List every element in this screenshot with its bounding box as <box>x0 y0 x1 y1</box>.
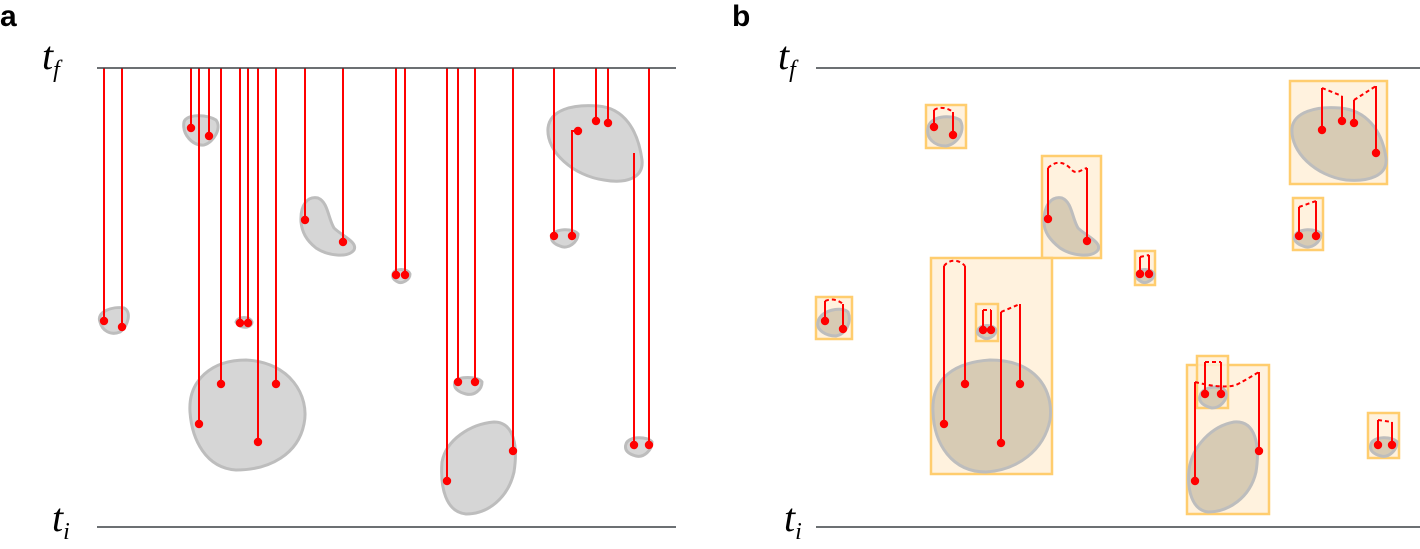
particle-dot <box>1311 231 1321 241</box>
particle-dot <box>603 118 613 128</box>
subscript-i: i <box>63 519 70 545</box>
particle-dot <box>253 437 263 447</box>
dashed-connector <box>1047 161 1088 174</box>
particle-dot <box>591 116 601 126</box>
panel-a-time-axes <box>97 67 676 528</box>
panel-b-t-final-label: tf <box>778 33 796 83</box>
particle-dot <box>300 215 310 225</box>
panel-label-a: a <box>0 0 17 33</box>
particle-dot <box>194 419 204 429</box>
t-symbol: t <box>778 33 790 78</box>
particle-dot <box>204 131 214 141</box>
dashed-connector <box>933 106 954 113</box>
dashed-connector <box>1139 254 1150 258</box>
particle-dot <box>629 440 639 450</box>
panel-a-worldlines <box>97 67 676 528</box>
particle-dot <box>216 379 226 389</box>
particle-dot <box>1317 125 1327 135</box>
particle-dot <box>1254 446 1264 456</box>
gray-blob <box>188 358 307 472</box>
particle-dot <box>1200 389 1210 399</box>
particle-dot <box>99 316 109 326</box>
dashed-connector <box>1298 200 1317 208</box>
dashed-connector <box>1000 303 1021 313</box>
subscript-f: f <box>789 57 796 83</box>
particle-dot <box>573 126 583 136</box>
particle-dot <box>978 325 988 335</box>
particle-dot <box>391 270 401 280</box>
particle-dot <box>1015 379 1025 389</box>
particle-dot <box>939 419 949 429</box>
particle-dot <box>929 122 939 132</box>
particle-dot <box>1216 389 1226 399</box>
panel-b-linked-worldlines <box>820 85 1397 486</box>
panel-a-t-initial-label: ti <box>52 495 70 545</box>
gray-blob <box>926 115 964 148</box>
particle-dot <box>1082 236 1092 246</box>
particle-dot <box>1373 440 1383 450</box>
particle-dot <box>820 316 830 326</box>
panel-b-grouped-worldlines <box>814 67 1420 528</box>
particle-dot <box>838 324 848 334</box>
particle-dot <box>338 237 348 247</box>
particle-dot <box>996 438 1006 448</box>
particle-dot <box>986 325 996 335</box>
particle-dot <box>508 446 518 456</box>
gray-blob <box>440 420 517 516</box>
dashed-connector <box>1353 85 1377 101</box>
t-symbol: t <box>42 33 54 78</box>
panel-a-red-worldlines <box>99 68 654 486</box>
panel-a-t-final-label: tf <box>42 33 60 83</box>
particle-dot <box>1349 118 1359 128</box>
particle-dot <box>442 476 452 486</box>
particle-dot <box>1371 148 1381 158</box>
gray-blob <box>1187 420 1259 514</box>
particle-dot <box>1387 440 1397 450</box>
particle-dot <box>1043 214 1053 224</box>
panel-b-t-initial-label: ti <box>784 495 802 545</box>
particle-dot <box>567 231 577 241</box>
dashed-connector <box>1321 87 1343 97</box>
particle-dot <box>117 322 127 332</box>
particle-dot <box>1190 476 1200 486</box>
dashed-connector <box>1377 419 1393 423</box>
subscript-f: f <box>53 57 60 83</box>
particle-dot <box>271 379 281 389</box>
panel-label-b: b <box>732 0 751 33</box>
particle-dot <box>948 130 958 140</box>
t-symbol: t <box>52 495 64 540</box>
particle-dot <box>243 318 253 328</box>
particle-dot <box>470 377 480 387</box>
particle-dot <box>186 123 196 133</box>
dashed-connector <box>943 259 966 267</box>
particle-dot <box>235 318 245 328</box>
particle-dot <box>453 377 463 387</box>
particle-dot <box>1144 269 1154 279</box>
particle-dot <box>644 440 654 450</box>
gray-blob <box>1290 106 1388 182</box>
particle-dot <box>1135 269 1145 279</box>
panel-b-time-axes <box>816 67 1420 528</box>
gray-blob <box>299 196 357 257</box>
subscript-i: i <box>795 519 802 545</box>
particle-dot <box>549 231 559 241</box>
dashed-connector <box>824 298 844 305</box>
particle-dot <box>960 379 970 389</box>
t-symbol: t <box>784 495 796 540</box>
particle-dot <box>1337 116 1347 126</box>
particle-dot <box>1294 231 1304 241</box>
panel-a-blobs <box>97 104 654 516</box>
particle-dot <box>400 270 410 280</box>
